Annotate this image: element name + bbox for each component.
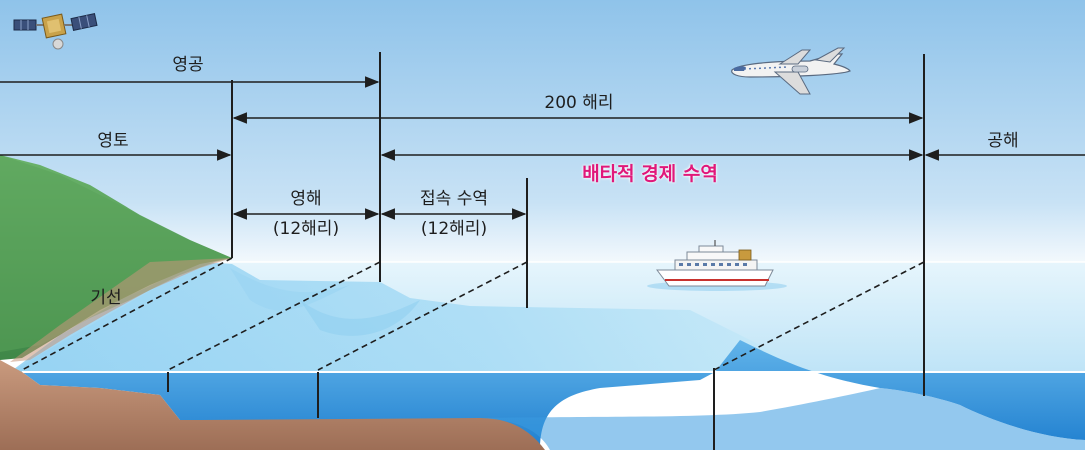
satellite-icon bbox=[13, 13, 98, 50]
cruise-ship-icon bbox=[647, 240, 787, 291]
baseline-label: 기선 bbox=[90, 288, 122, 308]
wave-shape bbox=[230, 268, 350, 311]
territorial-sea-width-label: (12해리) bbox=[272, 219, 340, 239]
distance-200-label: 200 해리 bbox=[544, 93, 614, 113]
airspace-label: 영공 bbox=[172, 55, 204, 75]
beach bbox=[10, 258, 232, 362]
contiguous-zone-label: 접속 수역 bbox=[420, 189, 488, 209]
territorial-sea-label: 영해 bbox=[290, 189, 322, 209]
territory-label: 영토 bbox=[97, 131, 129, 151]
airplane-icon bbox=[731, 47, 851, 95]
shelf-water bbox=[10, 262, 800, 372]
seabed bbox=[0, 360, 545, 450]
high-seas-label: 공해 bbox=[987, 131, 1019, 151]
wave-shape bbox=[300, 300, 420, 336]
contiguous-zone-width-label: (12해리) bbox=[420, 219, 488, 239]
deep-sea-floor-shade bbox=[480, 388, 1085, 450]
eez-label: 배타적 경제 수역 bbox=[582, 163, 718, 185]
land-hill-shade bbox=[0, 155, 232, 352]
